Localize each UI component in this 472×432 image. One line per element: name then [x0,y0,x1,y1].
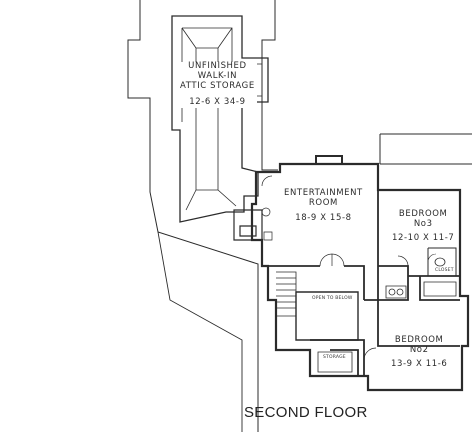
attic-label-line2: WALK-IN [197,70,238,81]
bedroom2-walls [310,339,365,376]
attic-storage-label: UNFINISHED WALK-IN ATTIC STORAGE 12-6 X … [178,61,257,109]
entertainment-walls [268,190,379,300]
entertainment-room-label: ENTERTAINMENT ROOM 18-9 X 15-8 [284,188,363,223]
bedroom2-label: BEDROOM No2 13-9 X 11-6 [391,335,448,369]
bedroom3-label-line2: No3 [413,218,433,229]
stair [276,271,297,317]
attic-label-line1: UNFINISHED [188,61,247,71]
closet-door [427,253,437,263]
bedroom2-label-line2: No2 [409,344,429,355]
stub-fixture [261,207,273,241]
attic-storage-outline [171,15,269,223]
angled-roof-line [157,231,243,432]
bedroom3-dims: 12-10 X 11-7 [392,232,455,243]
bath-fixtures [385,257,457,299]
bedroom3-label: BEDROOM No3 12-10 X 11-7 [392,209,455,243]
attic-hip-lines [181,27,237,211]
roof-outline-right [261,0,278,171]
floor-caption: SECOND FLOOR [244,404,368,421]
open-to-below-label: OPEN TO BELOW [312,296,353,301]
bath-walls [364,265,460,347]
storage-label: STORAGE [323,355,346,360]
garage-roof [379,133,472,165]
bedroom3-label-line1: BEDROOM [398,209,448,219]
door-swing [319,253,345,267]
door-swing-left [261,175,273,187]
roof-outline [127,0,259,432]
bedroom2-door [363,347,377,361]
entertainment-label-line2: ROOM [308,197,338,208]
bedroom2-label-line1: BEDROOM [394,335,444,345]
attic-dims: 12-6 X 34-9 [189,97,246,108]
closet-label: CLOSET [435,268,454,273]
entertainment-label-line1: ENTERTAINMENT [284,188,363,198]
bedroom3-door [397,255,409,267]
bedroom2-dims: 13-9 X 11-6 [391,358,448,369]
bumpout [315,155,343,164]
entertainment-dims: 18-9 X 15-8 [295,212,352,223]
storage-box [317,351,353,373]
stub-room [233,209,263,241]
attic-label-line3: ATTIC STORAGE [180,80,255,91]
